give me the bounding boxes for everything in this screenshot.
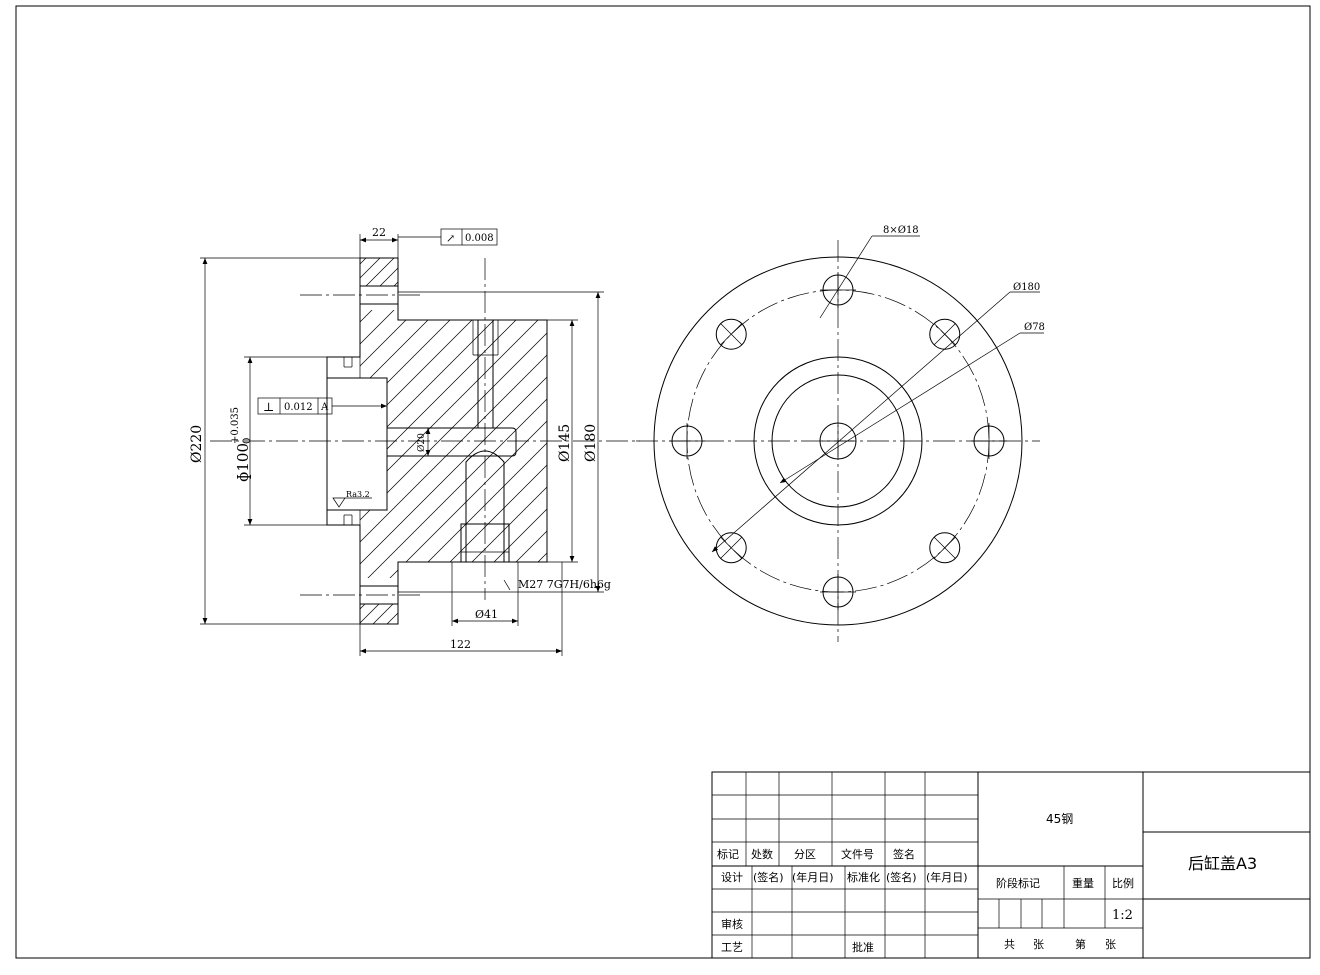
row-design-sign: (签名) (753, 870, 784, 884)
bolt-hole (669, 423, 705, 459)
hdr-sign: 签名 (893, 847, 915, 861)
hdr-count: 处数 (751, 848, 773, 861)
section-view: 22 ↗ 0.008 ⊥ 0.012 A Ø220 ɸ100 +0.0 (189, 226, 640, 656)
flange-hatching-bottom (360, 604, 398, 624)
dim-dia-220: Ø220 (189, 425, 205, 463)
hdr-mark: 标记 (717, 847, 739, 861)
section-hatching (360, 310, 547, 578)
roughness-symbol: Ra3.2 (332, 490, 372, 508)
bolt-hole (715, 532, 747, 564)
tol-lower: 0 (242, 438, 253, 444)
material: 45钢 (1046, 812, 1073, 826)
thread-callout: M27 7G7H/6h6g (518, 578, 611, 591)
label-total: 共 (1004, 938, 1015, 951)
label-stage: 阶段标记 (996, 876, 1040, 890)
label-sheet-unit: 张 (1033, 938, 1044, 951)
dim-dia-20: Ø20 (416, 433, 427, 452)
runout-tolerance-frame: ↗ 0.008 (398, 228, 498, 246)
perpendicularity-frame: ⊥ 0.012 A (257, 397, 387, 415)
label-sheet-no: 第 (1075, 937, 1086, 951)
sheet-border (15, 5, 1311, 959)
scale-value: 1:2 (1112, 908, 1133, 923)
dim-dia-145: Ø145 (557, 424, 573, 462)
front-view: 8×Ø18 Ø180 Ø78 (636, 225, 1045, 642)
perpendicular-value: 0.012 (284, 402, 313, 413)
title-block: 标记 处数 分区 文件号 签名 设计 (签名) (年月日) 标准化 (签名) (… (711, 771, 1311, 959)
bolt-hole (820, 574, 856, 610)
dia-78-callout: Ø78 (1024, 322, 1045, 333)
row-standard: 标准化 (847, 870, 880, 884)
label-process: 工艺 (721, 941, 743, 954)
bolt-hole (971, 423, 1007, 459)
label-weight: 重量 (1072, 876, 1094, 890)
row-standard-sign: (签名) (886, 870, 917, 884)
roughness-value: Ra3.2 (346, 490, 370, 499)
label-review: 审核 (721, 917, 743, 931)
label-scale: 比例 (1112, 876, 1134, 890)
dim-122: 122 (450, 638, 471, 651)
drawing-title: 后缸盖A3 (1188, 854, 1257, 873)
bolt-hole (929, 318, 961, 350)
hdr-zone: 分区 (794, 848, 816, 861)
runout-icon: ↗ (446, 232, 455, 245)
perpendicular-datum: A (320, 402, 329, 413)
row-design: 设计 (721, 871, 743, 884)
runout-value: 0.008 (465, 233, 494, 244)
bolt-hole (929, 532, 961, 564)
dim-dia-41: Ø41 (475, 608, 498, 621)
dim-22: 22 (372, 226, 386, 239)
pcd-callout: Ø180 (1013, 282, 1040, 293)
dim-dia-100: ɸ100 (234, 443, 252, 482)
perpendicular-icon: ⊥ (263, 400, 274, 414)
row-standard-date: (年月日) (926, 870, 968, 884)
bolt-hole (715, 318, 747, 350)
flange-hatching-top (360, 258, 398, 286)
hdr-docno: 文件号 (841, 847, 874, 861)
label-approve: 批准 (852, 940, 874, 954)
label-sheet-unit-2: 张 (1105, 938, 1116, 951)
row-design-date: (年月日) (792, 870, 834, 884)
holes-callout: 8×Ø18 (883, 225, 919, 236)
tol-upper: +0.035 (230, 407, 241, 444)
dim-dia-180: Ø180 (583, 424, 599, 462)
